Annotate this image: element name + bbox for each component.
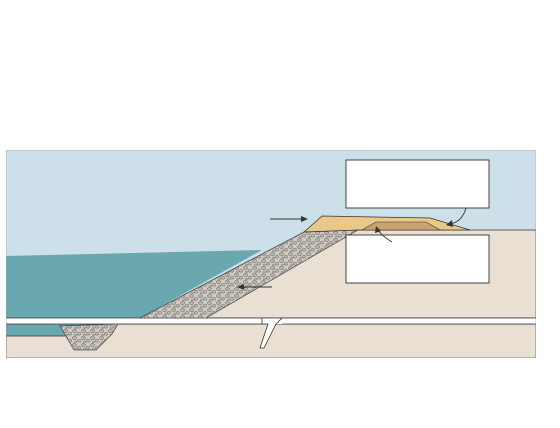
- callout-bottom: [345, 234, 490, 284]
- callout-top: [345, 159, 490, 209]
- arrow-to-slope: [237, 284, 272, 290]
- crest-core: [360, 221, 442, 231]
- rock-armour-toe: [59, 323, 119, 351]
- arrow-to-crest: [270, 216, 308, 222]
- arrow-top-callout: [446, 207, 467, 227]
- arrow-bottom-callout: [375, 226, 393, 243]
- break-symbol: [259, 317, 283, 349]
- sea: [6, 250, 262, 318]
